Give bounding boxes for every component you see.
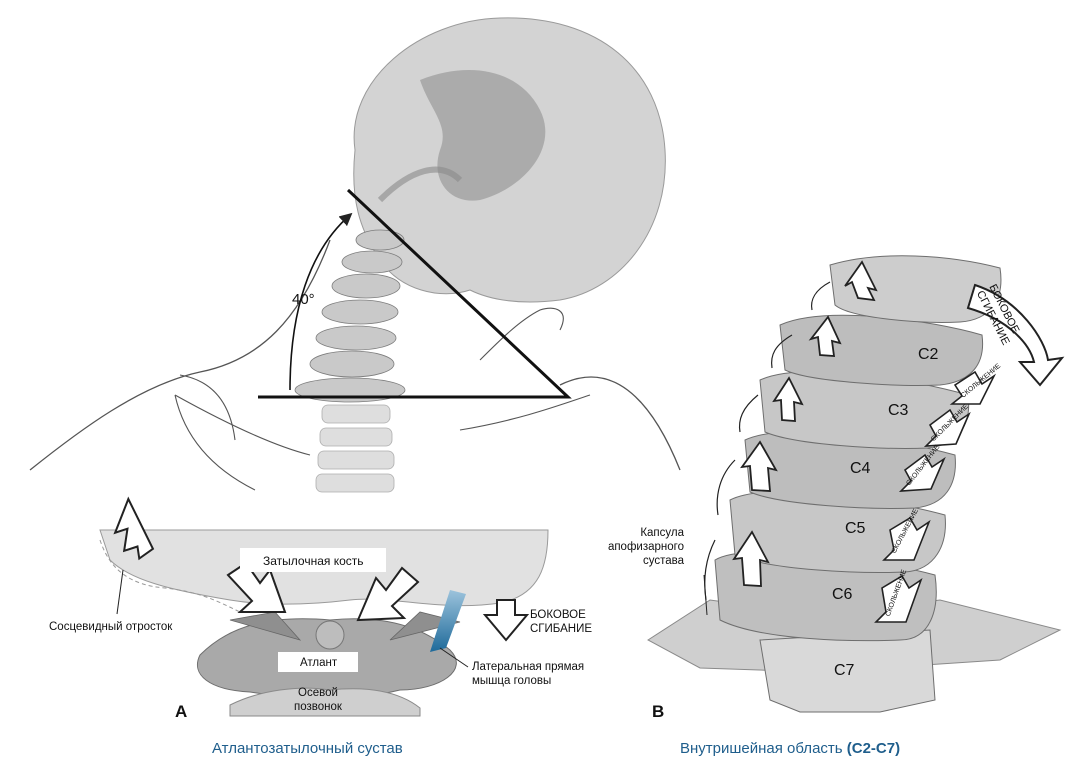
vertebra-label-c3: C3 [888, 402, 909, 419]
vertebra-label-c4: C4 [850, 460, 871, 477]
vertebra-label-c7: C7 [834, 662, 855, 679]
mastoid-dashed-outline [99, 539, 241, 613]
panel-b-caption: Внутришейная область (C2-C7) [680, 740, 900, 758]
lateral-rectus-muscle [430, 590, 466, 652]
angle-label: 40° [292, 291, 315, 308]
panel-a [99, 496, 549, 717]
joint-capsule-label: Капсула апофизарного сустава [604, 526, 684, 568]
lower-spine [315, 404, 395, 493]
panel-a-lateral-flexion-line2: СГИБАНИЕ [530, 623, 593, 635]
lateral-flexion-curved-arrow [966, 283, 1065, 387]
mastoid-up-arrow [113, 496, 155, 561]
panel-b [647, 255, 1065, 713]
panel-b-caption-range: (C2-C7) [846, 740, 901, 757]
joint-capsule-line1: Капсула [640, 527, 684, 539]
vertebra-label-c5: C5 [845, 520, 866, 537]
axis-shape [229, 687, 421, 717]
skull-shadow [420, 70, 546, 201]
axis-label-line1: Осевой [298, 687, 338, 699]
occipital-label-box [240, 548, 386, 572]
panel-b-caption-text: Внутришейная область [680, 740, 843, 757]
lateral-rectus-line2: мышца головы [472, 675, 552, 687]
panel-a-letter: A [175, 702, 188, 721]
gliding-up-arrows [732, 260, 878, 587]
joint-capsule-line2: апофизарного [607, 541, 684, 553]
panel-a-lateral-flexion-label: БОКОВОЕ СГИБАНИЕ [530, 608, 592, 636]
top-figure: 40° [29, 17, 681, 493]
panel-a-lateral-flexion-line1: БОКОВОЕ [530, 609, 586, 621]
axis-label-line2: позвонок [294, 701, 342, 713]
lateral-rectus-line1: Латеральная прямая [472, 661, 585, 673]
shirt-collar [174, 394, 591, 491]
lateral-rectus-label: Латеральная прямая мышца головы [472, 660, 584, 688]
vertebra-label-c6: C6 [832, 586, 853, 603]
neck-vertebrae [294, 229, 406, 403]
panel-b-letter: B [652, 702, 665, 721]
occipital-bone-label: Затылочная кость [263, 554, 364, 568]
mastoid-process-label: Сосцевидный отросток [49, 621, 173, 633]
axis-label: Осевой позвонок [290, 686, 346, 714]
atlas-label: Атлант [300, 657, 338, 669]
atlas-label-box [278, 652, 358, 672]
angle-triangle [258, 188, 572, 399]
right-down-arrow [356, 566, 420, 622]
lateral-flexion-down-arrow [482, 599, 530, 642]
vertebra-label-c2: C2 [918, 346, 939, 363]
joint-capsule-line3: сустава [642, 555, 684, 567]
sliding-down-arrows [874, 370, 997, 623]
angle-arc [289, 212, 353, 391]
panel-a-caption: Атлантозатылочный сустав [212, 740, 403, 757]
